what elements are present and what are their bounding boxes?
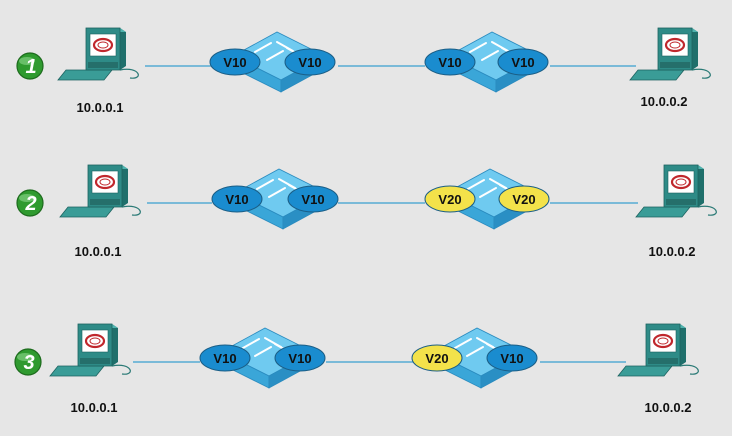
switch-b-right-vlan: V20 — [499, 186, 549, 212]
tower-base — [660, 62, 690, 68]
vlan-label: V10 — [225, 192, 248, 207]
cable — [120, 69, 138, 78]
switch-a-left-vlan: V10 — [212, 186, 262, 212]
switch-b-left-vlan: V10 — [425, 49, 475, 75]
tower-side — [122, 165, 128, 207]
vlan-label: V10 — [511, 55, 534, 70]
scenario-row-2: 2 V10 V10 V20 V20 10.0.0.1 10.0.0.2 — [17, 165, 716, 259]
step-badge-2: 2 — [17, 190, 43, 216]
keyboard — [636, 207, 690, 217]
host-left-ip: 10.0.0.1 — [75, 244, 122, 259]
switch-a-left-vlan: V10 — [200, 345, 250, 371]
switch-b-left-vlan: V20 — [412, 345, 462, 371]
switch-a-right-vlan: V10 — [288, 186, 338, 212]
vlan-label: V10 — [298, 55, 321, 70]
tower-base — [90, 199, 120, 205]
vlan-label: V20 — [438, 192, 461, 207]
switch-a-left-vlan: V10 — [210, 49, 260, 75]
host-left-ip: 10.0.0.1 — [77, 100, 124, 115]
keyboard — [630, 70, 684, 80]
host-left — [58, 28, 138, 80]
keyboard — [58, 70, 112, 80]
vlan-label: V10 — [438, 55, 461, 70]
host-right-ip: 10.0.0.2 — [649, 244, 696, 259]
cable — [692, 69, 710, 78]
switch-a-right-vlan: V10 — [285, 49, 335, 75]
vlan-label: V10 — [288, 351, 311, 366]
host-left-ip: 10.0.0.1 — [71, 400, 118, 415]
step-badge-1: 1 — [17, 53, 43, 79]
cable — [698, 206, 716, 215]
tower-side — [120, 28, 126, 70]
scenario-row-1: 1 V10 V10 V10 V10 10.0.0.1 10.0.0.2 — [17, 28, 710, 115]
tower-base — [666, 199, 696, 205]
host-right — [636, 165, 716, 217]
step-badge-3: 3 — [15, 349, 41, 375]
host-right-ip: 10.0.0.2 — [645, 400, 692, 415]
vlan-label: V20 — [425, 351, 448, 366]
step-number: 2 — [24, 193, 36, 215]
host-right — [630, 28, 710, 80]
switch-b-left-vlan: V20 — [425, 186, 475, 212]
keyboard — [50, 366, 104, 376]
step-number: 3 — [23, 352, 34, 374]
cable — [122, 206, 140, 215]
step-number: 1 — [25, 56, 36, 78]
host-right-ip: 10.0.0.2 — [641, 94, 688, 109]
vlan-label: V20 — [512, 192, 535, 207]
switch-a-right-vlan: V10 — [275, 345, 325, 371]
tower-base — [648, 358, 678, 364]
keyboard — [60, 207, 114, 217]
tower-base — [88, 62, 118, 68]
tower-side — [680, 324, 686, 366]
cable — [680, 365, 698, 374]
switch-b-right-vlan: V10 — [487, 345, 537, 371]
host-left — [60, 165, 140, 217]
vlan-label: V10 — [223, 55, 246, 70]
host-left — [50, 324, 130, 376]
tower-side — [692, 28, 698, 70]
vlan-label: V10 — [213, 351, 236, 366]
tower-base — [80, 358, 110, 364]
vlan-label: V10 — [301, 192, 324, 207]
scenario-row-3: 3 V10 V10 V20 V10 10.0.0.1 10.0.0.2 — [15, 324, 698, 415]
vlan-label: V10 — [500, 351, 523, 366]
host-right — [618, 324, 698, 376]
cable — [112, 365, 130, 374]
tower-side — [698, 165, 704, 207]
keyboard — [618, 366, 672, 376]
switch-b-right-vlan: V10 — [498, 49, 548, 75]
tower-side — [112, 324, 118, 366]
